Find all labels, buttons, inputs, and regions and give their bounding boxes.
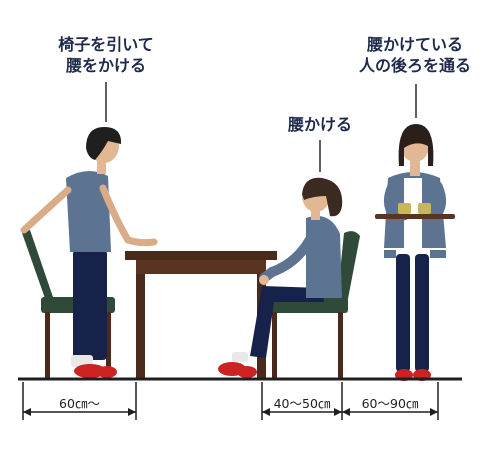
sitting-person: [218, 177, 343, 378]
walking-person: [375, 124, 455, 381]
walking-person-caption: 腰かけている 人の後ろを通る: [340, 34, 490, 76]
sitting-person-caption: 腰かける: [260, 114, 380, 135]
seat-depth-label: 40〜50㎝: [273, 396, 331, 411]
walking-caption-line-2: 人の後ろを通る: [358, 56, 471, 75]
walking-caption-line-1: 腰かけている: [366, 35, 463, 54]
standing-person-caption: 椅子を引いて 腰をかける: [36, 34, 176, 76]
standing-caption-line-2: 腰をかける: [65, 56, 146, 75]
standing-caption-line-1: 椅子を引いて: [58, 35, 154, 54]
pull-chair-space-label: 60㎝〜: [59, 396, 100, 411]
sitting-caption-line-1: 腰かける: [287, 115, 352, 134]
dimension-markers: [22, 382, 439, 420]
standing-person: [20, 126, 158, 378]
passage-width-label: 60〜90㎝: [361, 396, 419, 411]
table: [125, 251, 277, 378]
